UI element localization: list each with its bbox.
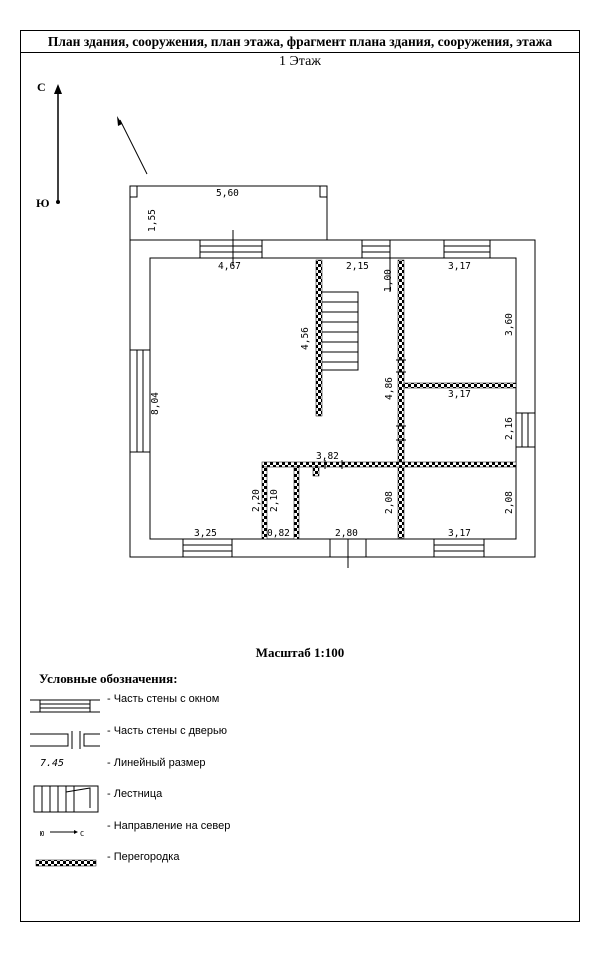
dim-west-length: 8,04 [150,392,161,415]
legend-dimension-icon: 7.45 [40,758,64,769]
dim-small-width: 0,82 [267,528,290,539]
dim-corridor-bottom: 2,08 [384,491,395,514]
dim-sw-width: 3,25 [194,528,217,539]
compass-arrow-icon [54,84,62,204]
dim-corridor-length: 4,86 [384,377,395,400]
legend-partition-text: - Перегородка [107,851,180,863]
floor-label: 1 Этаж [279,54,321,69]
dim-mid-room-width: 3,17 [448,389,471,400]
legend-window-text: - Часть стены с окном [107,693,220,705]
legend-door-text: - Часть стены с дверью [107,725,227,737]
dim-se-room-depth: 2,08 [504,491,515,514]
dim-ne-room-width: 3,17 [448,261,471,272]
legend-north-icon: Ю С [40,830,84,838]
dim-corridor-top: 1,00 [383,269,394,292]
door-marks [324,359,406,469]
north-direction-arrow-icon [117,116,148,175]
stairs [322,291,359,371]
dim-mid-room-depth: 2,16 [504,417,515,440]
building-walls [129,239,536,558]
dim-porch-depth: 1,55 [147,209,158,232]
dim-hall-width: 4,67 [218,261,241,272]
page-title: План здания, сооружения, план этажа, фра… [21,31,579,53]
scale-label: Масштаб 1:100 [255,645,345,660]
legend-partition-icon [35,859,97,867]
legend-north-s: Ю [40,830,45,838]
dim-se-room-width: 3,17 [448,528,471,539]
porch [129,185,328,240]
legend-north-text: - Направление на север [107,820,231,832]
dim-small-h1: 2,20 [251,489,262,512]
dim-stair-width: 2,15 [346,261,369,272]
legend-north-n: С [80,830,84,838]
legend-dimension-text: - Линейный размер [107,757,206,769]
legend-dimension-sample: 7.45 [40,758,64,769]
dim-stair-length: 4,56 [300,327,311,350]
door-symbols [232,230,391,568]
dim-south-mid-width: 2,80 [335,528,358,539]
legend-stairs-icon [33,785,99,813]
legend-door-icon [30,731,100,749]
dim-small-h2: 2,10 [269,489,280,512]
dim-partition-length: 3,82 [316,451,339,462]
partitions [261,259,517,540]
legend-title: Условные обозначения: [39,671,178,686]
legend-stairs-text: - Лестница [107,788,163,800]
legend-window-icon [30,699,100,713]
compass-north-letter: С [37,80,46,94]
compass-south-letter: Ю [36,196,50,210]
dim-porch-width: 5,60 [216,188,239,199]
dim-ne-room-depth: 3,60 [504,313,515,336]
window-symbols [129,239,536,558]
drawing-frame: План здания, сооружения, план этажа, фра… [20,30,580,922]
